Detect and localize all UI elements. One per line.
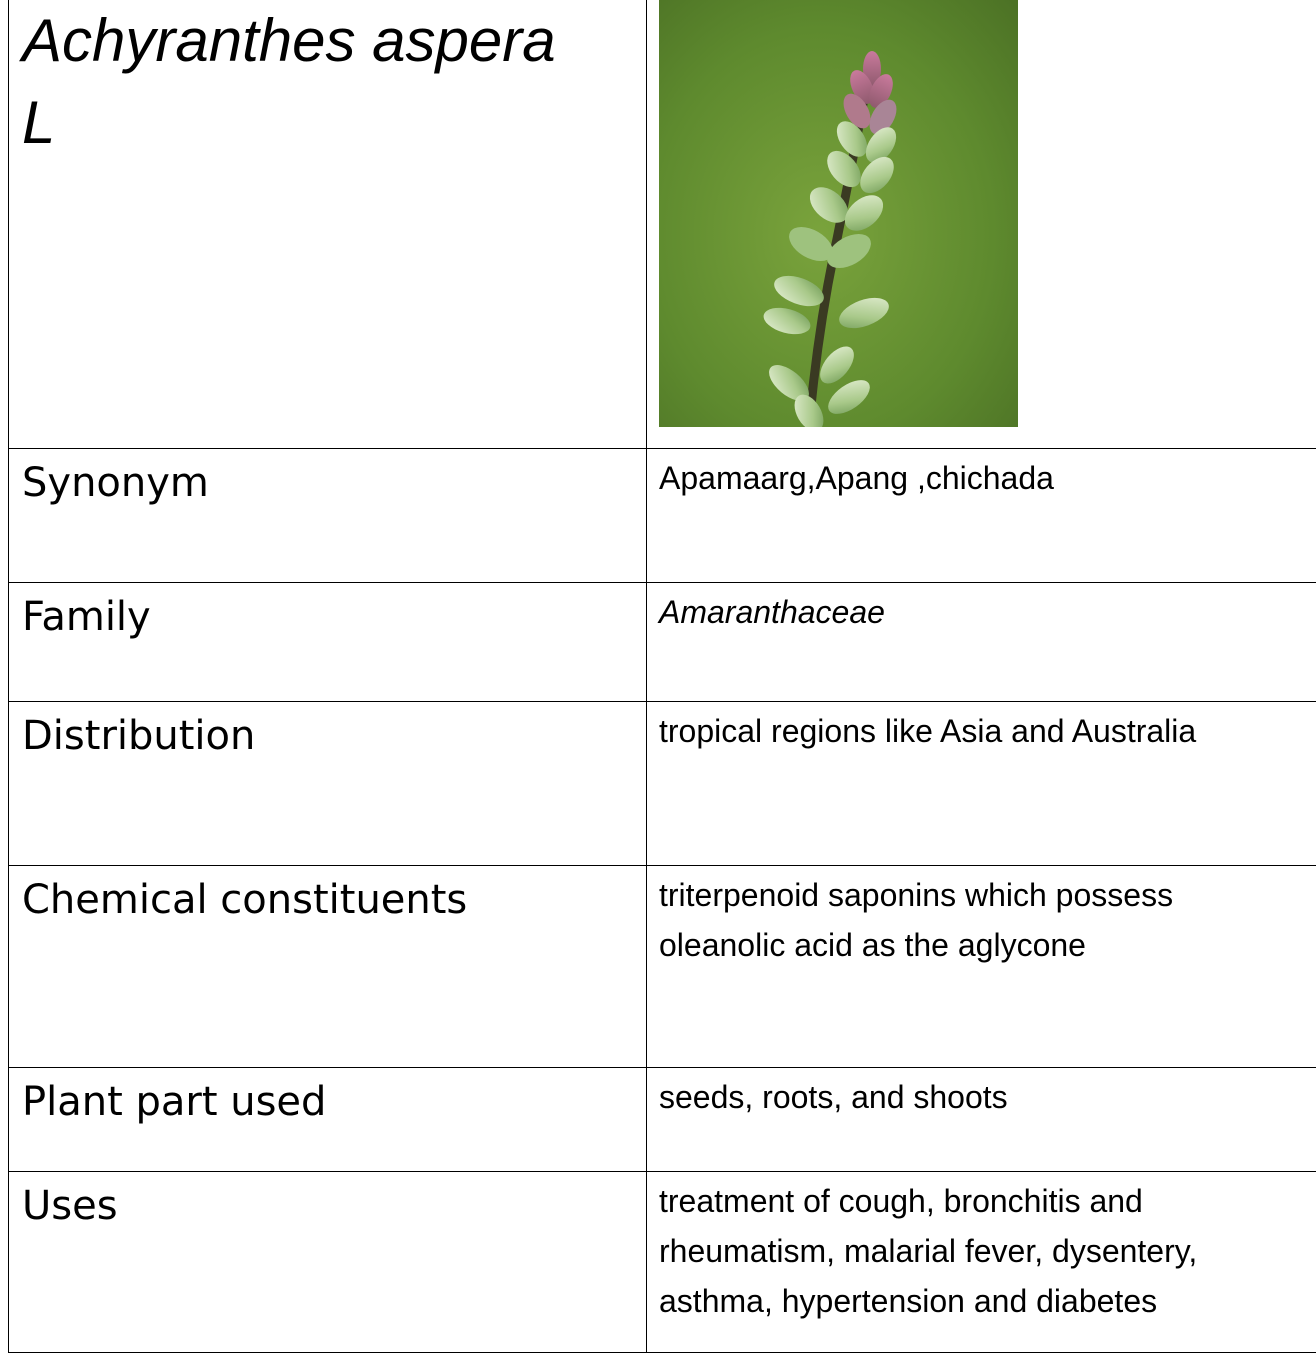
row-value-line: oleanolic acid as the aglycone xyxy=(659,920,1316,970)
row-label: Distribution xyxy=(22,702,646,762)
row-value: tropical regions like Asia and Australia xyxy=(659,702,1316,756)
row-value-cell: Apamaarg,Apang ,chichada xyxy=(647,449,1316,583)
table-row: Chemical constituents triterpenoid sapon… xyxy=(9,866,1316,1068)
species-name-line2: L xyxy=(22,81,646,163)
row-label: Uses xyxy=(22,1172,646,1232)
row-value: Apamaarg,Apang ,chichada xyxy=(659,449,1316,503)
row-value-line: triterpenoid saponins which possess xyxy=(659,866,1316,920)
table-row: Plant part used seeds, roots, and shoots xyxy=(9,1068,1316,1172)
species-name-line1: Achyranthes aspera xyxy=(22,0,646,81)
row-value-cell: seeds, roots, and shoots xyxy=(647,1068,1316,1172)
plant-photo-cell xyxy=(647,0,1316,449)
row-label-cell: Chemical constituents xyxy=(9,866,647,1068)
row-label: Synonym xyxy=(22,449,646,509)
row-label-cell: Plant part used xyxy=(9,1068,647,1172)
row-value-cell: triterpenoid saponins which possess olea… xyxy=(647,866,1316,1068)
row-value-line: treatment of cough, bronchitis and xyxy=(659,1172,1316,1226)
table-row: Uses treatment of cough, bronchitis and … xyxy=(9,1172,1316,1353)
row-value: Amaranthaceae xyxy=(659,583,1316,637)
species-name-cell: Achyranthes aspera L xyxy=(9,0,647,449)
row-value-line: rheumatism, malarial fever, dysentery, xyxy=(659,1226,1316,1276)
row-label-cell: Distribution xyxy=(9,702,647,866)
row-label-cell: Family xyxy=(9,583,647,702)
row-label: Plant part used xyxy=(22,1068,646,1128)
table-row: Distribution tropical regions like Asia … xyxy=(9,702,1316,866)
row-label-cell: Uses xyxy=(9,1172,647,1353)
row-value-cell: tropical regions like Asia and Australia xyxy=(647,702,1316,866)
row-value-line: asthma, hypertension and diabetes xyxy=(659,1276,1316,1326)
table-row: Synonym Apamaarg,Apang ,chichada xyxy=(9,449,1316,583)
row-value: seeds, roots, and shoots xyxy=(659,1068,1316,1122)
plant-photo xyxy=(659,0,1018,427)
row-value-cell: treatment of cough, bronchitis and rheum… xyxy=(647,1172,1316,1353)
row-label: Family xyxy=(22,583,646,643)
row-label: Chemical constituents xyxy=(22,866,646,926)
row-value-cell: Amaranthaceae xyxy=(647,583,1316,702)
table-row: Family Amaranthaceae xyxy=(9,583,1316,702)
table-row-header: Achyranthes aspera L xyxy=(9,0,1316,449)
plant-profile-table: Achyranthes aspera L xyxy=(8,0,1316,1353)
row-label-cell: Synonym xyxy=(9,449,647,583)
